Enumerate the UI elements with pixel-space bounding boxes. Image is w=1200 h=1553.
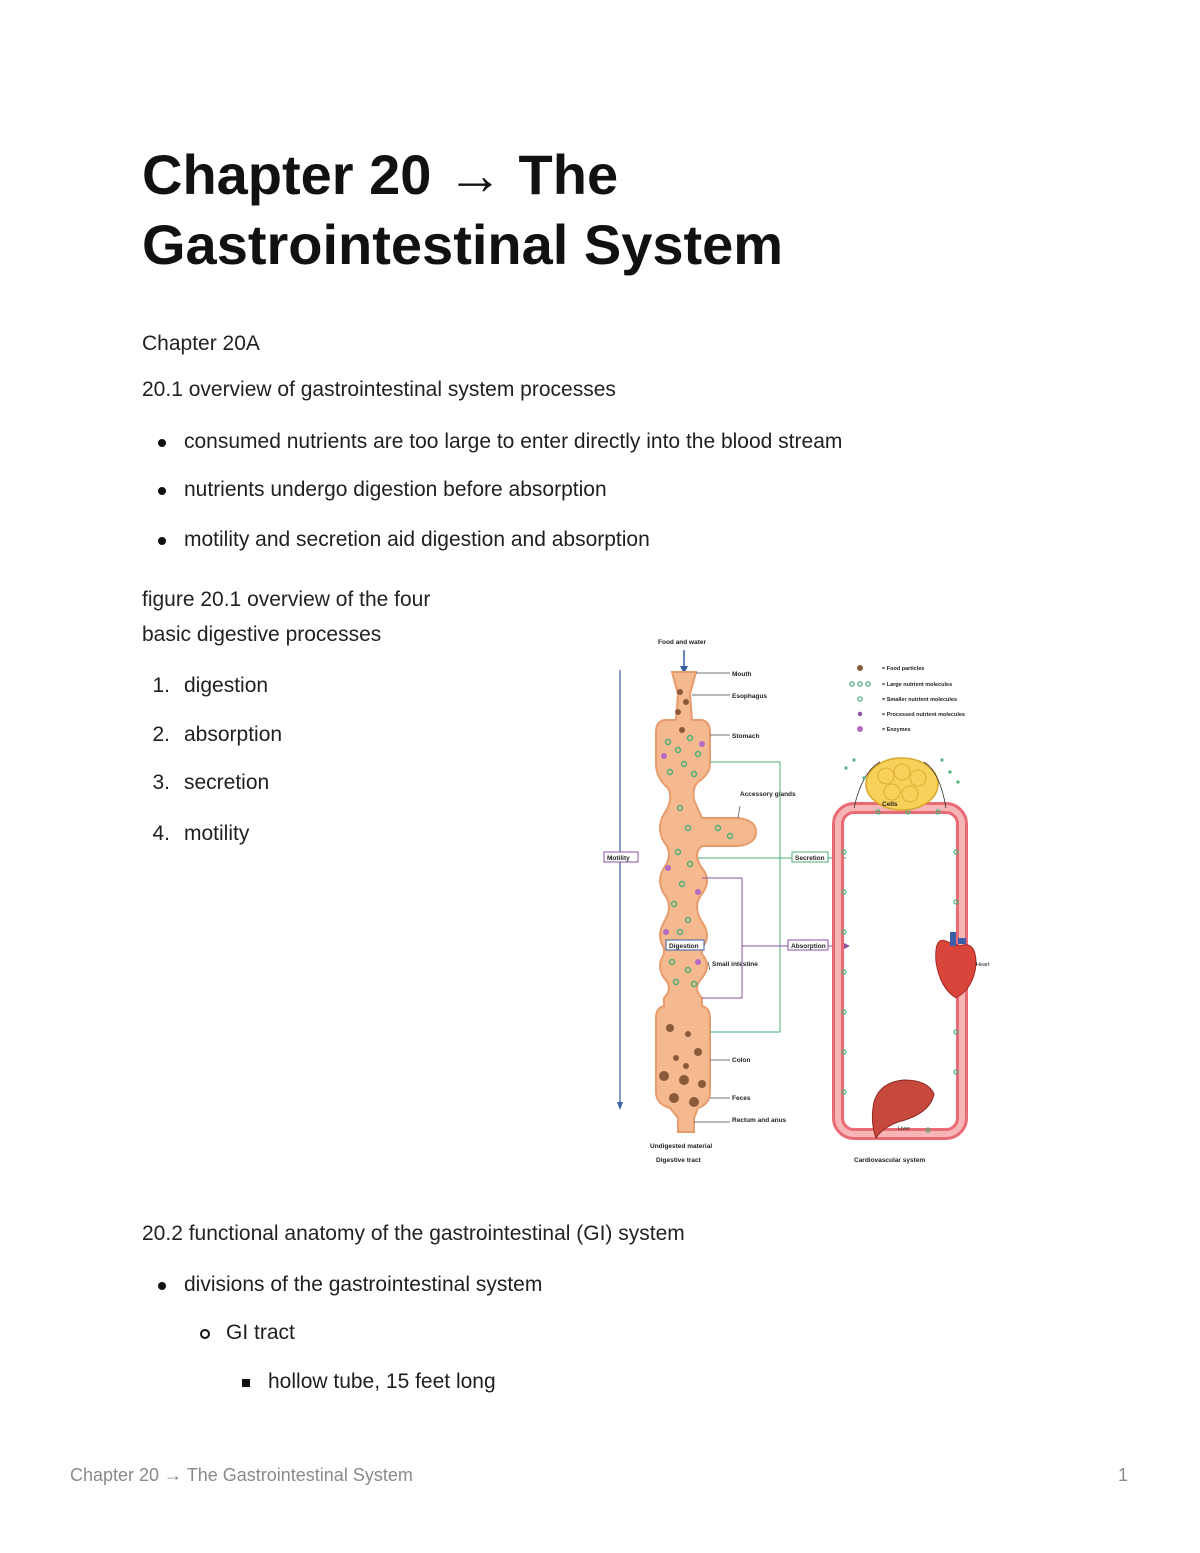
svg-text:= Processed nutrient molecules: = Processed nutrient molecules — [882, 712, 965, 718]
bullet-ring-icon — [200, 1329, 210, 1339]
label-accessory-glands: Accessory glands — [740, 791, 796, 798]
secretion-box — [791, 851, 829, 863]
bullet-dot-icon — [158, 537, 166, 545]
digestive-processes-figure: Food and water Mouth Esophagus Stomach A… — [598, 632, 998, 1172]
cells-cluster — [844, 757, 960, 811]
bullet-dot-icon — [158, 439, 166, 447]
figure-caption-line-1: figure 20.1 overview of the four — [142, 588, 431, 611]
label-stomach: Stomach — [732, 733, 759, 740]
nutrient-molecules — [664, 734, 734, 988]
svg-text:= Enzymes: = Enzymes — [882, 727, 911, 733]
svg-text:Absorption: Absorption — [791, 943, 826, 950]
absorption-connector — [702, 877, 743, 999]
label-liver: Liver — [898, 1126, 910, 1132]
svg-text:Motility: Motility — [607, 855, 630, 862]
food-particles — [659, 689, 706, 1107]
label-cells: Cells — [882, 801, 898, 808]
svg-text:= Smaller nutrient molecules: = Smaller nutrient molecules — [882, 697, 957, 703]
digestion-box — [665, 939, 705, 951]
footer-page-number: 1 — [1118, 1465, 1129, 1485]
section-heading-20-2: 20.2 functional anatomy of the gastroint… — [142, 1222, 685, 1245]
bullet-square-icon — [242, 1379, 250, 1387]
svg-text:Secretion: Secretion — [795, 855, 825, 862]
page-title: Chapter 20 → The Gastrointestinal System — [142, 143, 784, 276]
label-colon: Colon — [732, 1057, 750, 1064]
chapter-subtitle: Chapter 20A — [142, 332, 260, 355]
label-food-and-water: Food and water — [658, 639, 707, 646]
enzyme-marks — [661, 741, 705, 965]
label-mouth: Mouth — [732, 671, 752, 678]
section-heading-20-1: 20.1 overview of gastrointestinal system… — [142, 378, 616, 401]
bullet-dot-icon — [158, 1282, 166, 1290]
secretion-connector — [710, 761, 781, 1033]
svg-text:= Food particles: = Food particles — [882, 666, 924, 672]
svg-text:= Large nutrient molecules: = Large nutrient molecules — [882, 682, 952, 688]
figure-caption-line-2: basic digestive processes — [142, 623, 382, 646]
label-esophagus: Esophagus — [732, 693, 767, 700]
liver-icon — [871, 1079, 935, 1140]
absorption-box — [787, 939, 829, 951]
label-feces: Feces — [732, 1095, 751, 1102]
footer-title: Chapter 20 → The Gastrointestinal System — [70, 1465, 413, 1485]
motility-box — [603, 851, 639, 863]
digestive-tract-shape — [655, 671, 758, 1133]
label-undigested-material: Undigested material — [650, 1143, 712, 1150]
figure-legend: = Food particles = Large nutrient molecu… — [849, 665, 965, 733]
label-cardiovascular-system: Cardiovascular system — [854, 1157, 925, 1164]
label-small-intestine: Small intestine — [712, 961, 758, 968]
bullet-dot-icon — [158, 487, 166, 495]
svg-text:Digestion: Digestion — [669, 943, 699, 950]
label-heart: Heart — [976, 962, 990, 968]
label-digestive-tract: Digestive tract — [656, 1157, 702, 1164]
label-rectum-and-anus: Rectum and anus — [732, 1117, 787, 1124]
heart-icon — [935, 932, 977, 999]
